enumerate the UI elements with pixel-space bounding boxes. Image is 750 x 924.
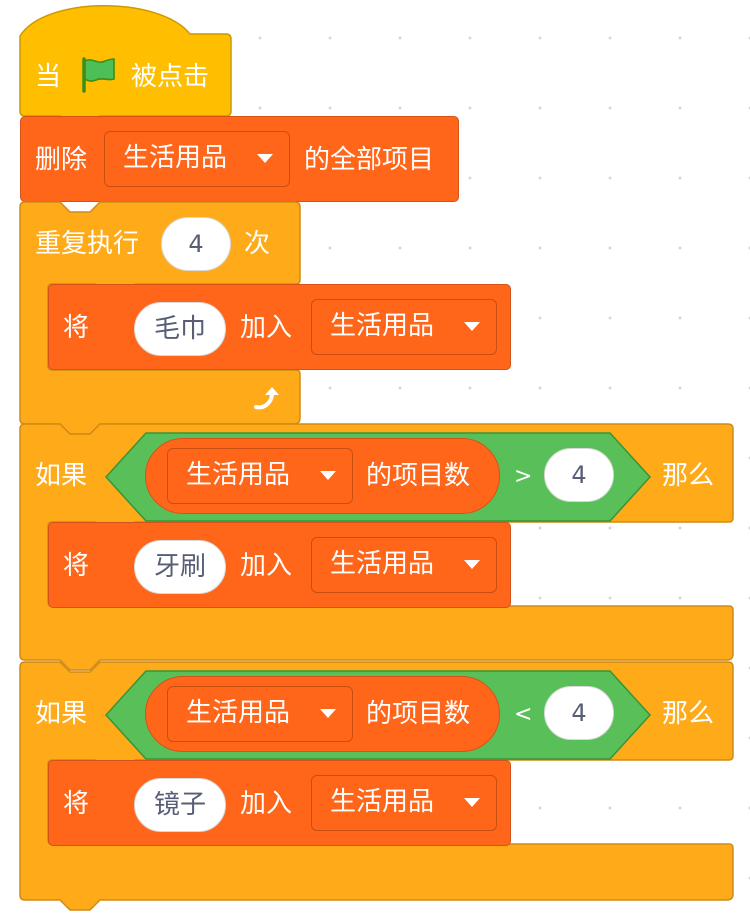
chevron-down-icon bbox=[464, 322, 480, 331]
delete-label: 删除 bbox=[35, 145, 88, 175]
item-input[interactable]: 牙刷 bbox=[134, 540, 226, 594]
repeat-suffix-label: 次 bbox=[244, 229, 271, 259]
repeat-arrow-icon bbox=[254, 387, 279, 410]
list-dropdown-label: 生活用品 bbox=[186, 460, 291, 490]
list-dropdown[interactable]: 生活用品 bbox=[167, 686, 353, 742]
item-input[interactable]: 毛巾 bbox=[134, 302, 226, 356]
compare-value-input[interactable]: 4 bbox=[544, 448, 614, 502]
list-dropdown-label: 生活用品 bbox=[330, 787, 435, 817]
green-flag-icon bbox=[82, 57, 115, 93]
chevron-down-icon bbox=[464, 798, 480, 807]
hat-block-shape bbox=[19, 5, 232, 122]
repeat-count-input[interactable]: 4 bbox=[161, 217, 231, 271]
hat-prefix-label: 当 bbox=[35, 62, 62, 92]
hat-suffix-label: 被点击 bbox=[131, 62, 210, 92]
chevron-down-icon bbox=[320, 471, 336, 480]
add-label: 将 bbox=[63, 313, 90, 343]
list-dropdown[interactable]: 生活用品 bbox=[167, 448, 353, 504]
delete-suffix-label: 的全部项目 bbox=[304, 145, 435, 175]
item-input[interactable]: 镜子 bbox=[134, 778, 226, 832]
chevron-down-icon bbox=[464, 560, 480, 569]
then-label: 那么 bbox=[662, 699, 715, 729]
add-mid-label: 加入 bbox=[240, 789, 293, 819]
if-label: 如果 bbox=[35, 699, 88, 729]
length-label: 的项目数 bbox=[366, 699, 471, 729]
then-label: 那么 bbox=[662, 461, 715, 491]
add-mid-label: 加入 bbox=[240, 313, 293, 343]
add-mid-label: 加入 bbox=[240, 551, 293, 581]
repeat-block-shape bbox=[19, 201, 301, 435]
list-dropdown[interactable]: 生活用品 bbox=[104, 131, 290, 187]
compare-value-input[interactable]: 4 bbox=[544, 686, 614, 740]
list-dropdown-label: 生活用品 bbox=[330, 549, 435, 579]
repeat-label: 重复执行 bbox=[35, 229, 140, 259]
list-dropdown[interactable]: 生活用品 bbox=[311, 299, 497, 355]
add-label: 将 bbox=[63, 789, 90, 819]
list-dropdown-label: 生活用品 bbox=[123, 143, 228, 173]
if-label: 如果 bbox=[35, 461, 88, 491]
list-dropdown-label: 生活用品 bbox=[330, 311, 435, 341]
chevron-down-icon bbox=[320, 709, 336, 718]
operator-symbol: > bbox=[514, 464, 533, 489]
list-dropdown-label: 生活用品 bbox=[186, 698, 291, 728]
list-dropdown[interactable]: 生活用品 bbox=[311, 775, 497, 831]
list-dropdown[interactable]: 生活用品 bbox=[311, 537, 497, 593]
add-label: 将 bbox=[63, 551, 90, 581]
chevron-down-icon bbox=[257, 154, 273, 163]
length-label: 的项目数 bbox=[366, 461, 471, 491]
operator-symbol: < bbox=[514, 702, 533, 727]
